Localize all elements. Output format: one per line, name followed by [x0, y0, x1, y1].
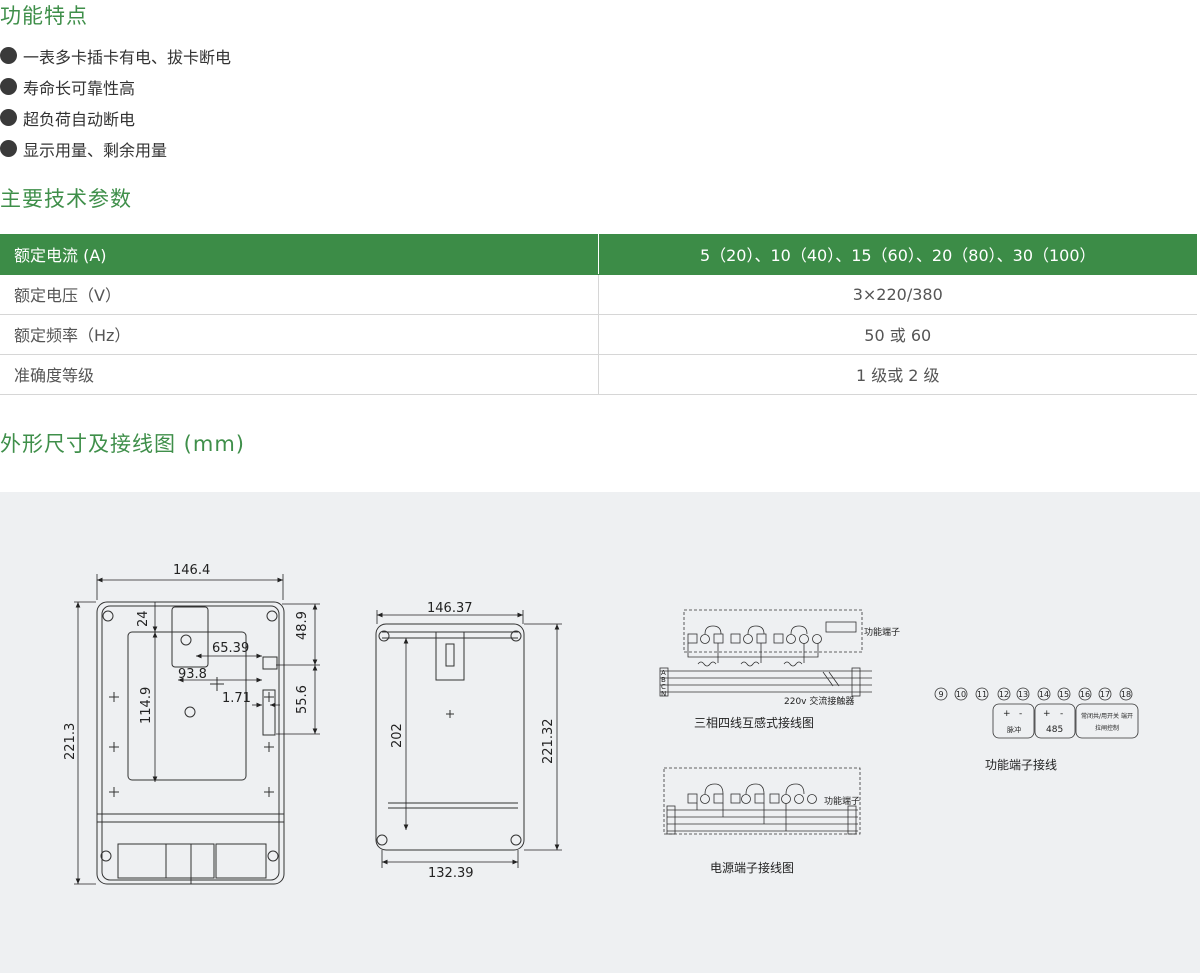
terminal-number: 18: [1121, 690, 1131, 699]
param-label: 准确度等级: [0, 354, 599, 395]
minus-sign: -: [1019, 709, 1022, 719]
plus-sign: +: [1003, 709, 1011, 719]
param-value: 50 或 60: [598, 314, 1197, 355]
switch-label: 常闭共/用开关 端开: [1081, 712, 1133, 720]
phase-label-b: B: [661, 676, 666, 684]
feature-text: 显示用量、剩余用量: [23, 140, 168, 160]
terminal-number: 16: [1080, 690, 1090, 699]
bullet-icon: [0, 140, 17, 157]
side-view-dimensions: [376, 610, 562, 868]
param-label: 额定电压（V）: [0, 274, 599, 315]
function-terminal-diagram: 9 10 11 12 13 14 15 16 17 18 + - 脉冲 + - …: [934, 687, 1139, 772]
param-value: 5（20）、10（40）、15（60）、20（80）、30（100）: [598, 234, 1197, 275]
dim-front-93-8: 93.8: [178, 667, 207, 682]
param-label: 额定频率（Hz）: [0, 314, 599, 355]
terminal-number: 9: [938, 690, 943, 699]
dim-front-114-9: 114.9: [139, 687, 154, 724]
feature-item: 超负荷自动断电: [0, 102, 231, 133]
terminal-label: 功能端子: [824, 795, 860, 807]
param-value: 3×220/380: [598, 274, 1197, 315]
dim-front-height: 221.3: [63, 723, 78, 760]
dim-front-55-6: 55.6: [295, 685, 310, 714]
technical-drawings: 146.4 24 48.9 65.39 93.8 1.71 55.6 114.9…: [63, 563, 1139, 885]
dim-side-height: 221.32: [541, 719, 556, 765]
front-view-dimensions: [74, 574, 320, 885]
bullet-icon: [0, 109, 17, 126]
terminal-number: 14: [1039, 690, 1049, 699]
wiring-power-caption: 电源端子接线图: [710, 860, 794, 875]
param-value: 1 级或 2 级: [598, 354, 1197, 395]
section-title-features: 功能特点: [0, 4, 88, 28]
terminal-number: 12: [999, 690, 1009, 699]
table-row: 额定频率（Hz） 50 或 60: [0, 314, 1197, 355]
wiring-diagram-power: [663, 767, 861, 835]
wiring-diagram-ct: [659, 609, 872, 697]
bullet-icon: [0, 78, 17, 95]
feature-item: 显示用量、剩余用量: [0, 133, 231, 164]
dim-side-top: 146.37: [427, 601, 473, 616]
section-title-params: 主要技术参数: [0, 187, 132, 211]
feature-item: 寿命长可靠性高: [0, 71, 231, 102]
feature-item: 一表多卡插卡有电、拔卡断电: [0, 40, 231, 71]
pulse-label: 脉冲: [1007, 725, 1021, 734]
terminal-number: 17: [1100, 690, 1110, 699]
table-row: 额定电压（V） 3×220/380: [0, 274, 1197, 315]
feature-text: 一表多卡插卡有电、拔卡断电: [23, 47, 232, 67]
phase-label-n: N: [661, 690, 666, 698]
table-row: 额定电流 (A) 5（20）、10（40）、15（60）、20（80）、30（1…: [0, 234, 1197, 275]
dim-front-48-9: 48.9: [295, 611, 310, 640]
phase-label-c: C: [661, 683, 666, 691]
minus-sign: -: [1060, 709, 1063, 719]
terminal-number: 10: [956, 690, 966, 699]
dim-front-24: 24: [136, 610, 151, 627]
feature-text: 寿命长可靠性高: [23, 78, 136, 98]
control-label: 拉闸控制: [1095, 724, 1119, 732]
function-terminal-caption: 功能端子接线: [985, 757, 1057, 772]
rs485-label: 485: [1046, 725, 1063, 735]
dim-front-65-39: 65.39: [212, 641, 249, 656]
dimension-drawing-area: 146.4 24 48.9 65.39 93.8 1.71 55.6 114.9…: [0, 492, 1200, 973]
feature-text: 超负荷自动断电: [23, 109, 136, 129]
terminal-number: 13: [1018, 690, 1028, 699]
feature-list: 一表多卡插卡有电、拔卡断电 寿命长可靠性高 超负荷自动断电 显示用量、剩余用量: [0, 40, 231, 164]
param-label: 额定电流 (A): [0, 234, 599, 275]
section-title-dimensions: 外形尺寸及接线图 (mm): [0, 432, 245, 456]
terminal-number: 15: [1059, 690, 1069, 699]
plus-sign: +: [1043, 709, 1051, 719]
terminal-label: 功能端子: [864, 626, 900, 638]
dim-side-bottom: 132.39: [428, 866, 474, 881]
phase-label-a: A: [661, 669, 666, 677]
bullet-icon: [0, 47, 17, 64]
terminal-number: 11: [977, 690, 987, 699]
params-table: 额定电流 (A) 5（20）、10（40）、15（60）、20（80）、30（1…: [0, 234, 1197, 395]
dim-side-inner: 202: [390, 723, 405, 748]
wiring-ct-caption: 三相四线互感式接线图: [694, 715, 814, 730]
side-view-drawing: [375, 623, 525, 851]
contactor-label: 220v 交流接触器: [784, 695, 854, 707]
dim-front-width: 146.4: [173, 563, 210, 578]
dim-front-1-71: 1.71: [222, 691, 251, 706]
table-row: 准确度等级 1 级或 2 级: [0, 354, 1197, 395]
front-view-drawing: [96, 601, 285, 885]
